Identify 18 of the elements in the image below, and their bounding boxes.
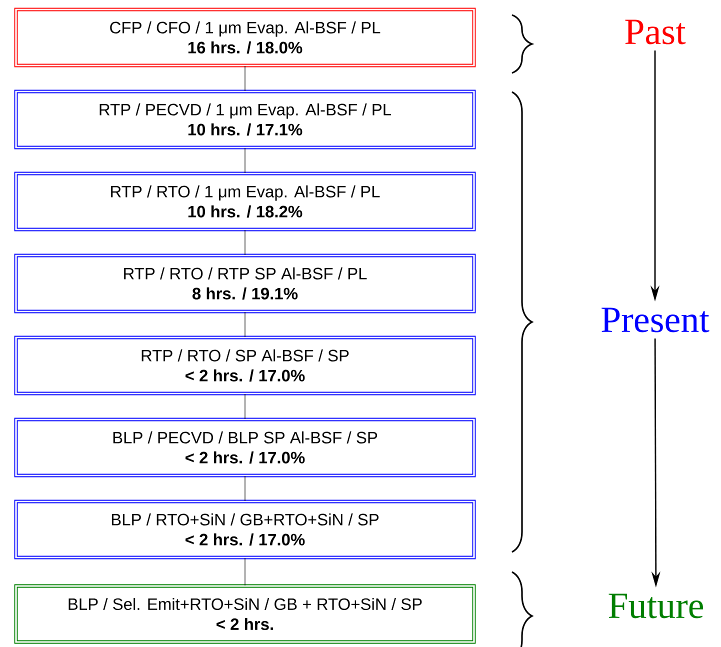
era-label: Past	[625, 20, 686, 44]
connector-line	[244, 230, 246, 256]
connector-line	[244, 66, 246, 92]
process-box: CFP / CFO / 1 μm Evap. Al-BSF / PL 16 hrs. / 18.0%	[14, 8, 476, 68]
connector-line	[244, 476, 246, 502]
era-label: Future	[608, 594, 704, 618]
connector-line	[244, 394, 246, 420]
process-box: RTP / RTO / 1 μm Evap. Al-BSF / PL 10 hrs. / 18.2%	[14, 172, 476, 232]
process-box: RTP / RTO / SP Al-BSF / SP < 2 hrs. / 17.0%	[14, 336, 476, 396]
process-box: RTP / PECVD / 1 μm Evap. Al-BSF / PL 10 hrs. / 17.1%	[14, 90, 476, 150]
connector-line	[244, 558, 246, 586]
process-box: RTP / RTO / RTP SP Al-BSF / PL 8 hrs. / 19.1%	[14, 254, 476, 314]
process-box: BLP / PECVD / BLP SP Al-BSF / SP < 2 hrs. / 17.0%	[14, 418, 476, 478]
process-box: BLP / Sel. Emit+RTO+SiN / GB + RTO+SiN / SP < 2 hrs.	[14, 584, 476, 644]
process-box: BLP / RTO+SiN / GB+RTO+SiN / SP < 2 hrs. / 17.0%	[14, 500, 476, 560]
connector-line	[244, 148, 246, 174]
connector-line	[244, 312, 246, 338]
era-label: Present	[602, 308, 710, 332]
